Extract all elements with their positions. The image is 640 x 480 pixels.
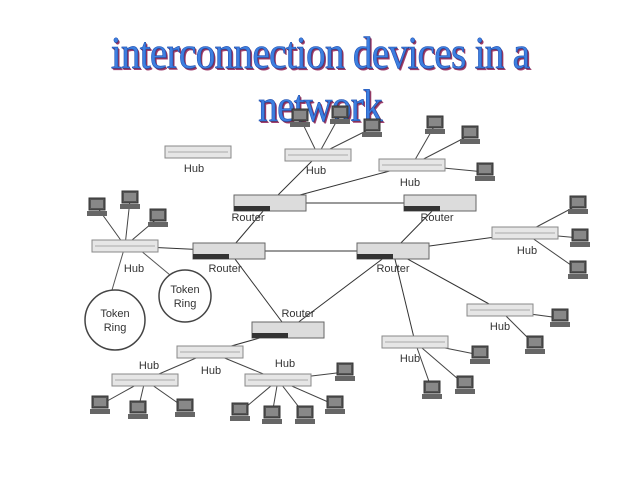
computer-icon xyxy=(568,260,588,279)
hub-icon xyxy=(378,158,446,172)
hub-icon xyxy=(244,373,312,387)
hub-icon xyxy=(284,148,352,162)
computer-icon xyxy=(290,108,310,127)
hub-label: Hub xyxy=(490,321,510,333)
hub-label: Hub xyxy=(400,353,420,365)
router-icon xyxy=(233,194,307,212)
token-ring-label: Ring xyxy=(174,298,197,310)
computer-icon xyxy=(335,362,355,381)
computer-icon xyxy=(568,195,588,214)
hub-icon xyxy=(176,345,244,359)
computer-icon xyxy=(460,125,480,144)
computer-icon xyxy=(295,405,315,424)
computer-icon xyxy=(148,208,168,227)
computer-icon xyxy=(325,395,345,414)
computer-icon xyxy=(87,197,107,216)
hub-icon xyxy=(381,335,449,349)
hub-label: Hub xyxy=(275,358,295,370)
hub-label: Hub xyxy=(306,165,326,177)
hub-icon xyxy=(164,145,232,159)
page-title: interconnection devices in a network xyxy=(110,27,530,132)
hub-label: Hub xyxy=(139,360,159,372)
network-link xyxy=(139,249,171,276)
network-link xyxy=(287,250,394,331)
computer-icon xyxy=(230,402,250,421)
computer-icon xyxy=(550,308,570,327)
hub-icon xyxy=(491,226,559,240)
hub-icon xyxy=(111,373,179,387)
computer-icon xyxy=(128,400,148,419)
token-ring-label: Ring xyxy=(104,322,127,334)
hub-icon xyxy=(466,303,534,317)
token-ring-icon xyxy=(158,269,212,323)
computer-icon xyxy=(470,345,490,364)
computer-icon xyxy=(455,375,475,394)
hub-label: Hub xyxy=(201,365,221,377)
hub-label: Hub xyxy=(184,163,204,175)
computer-icon xyxy=(330,105,350,124)
hub-label: Hub xyxy=(400,177,420,189)
computer-icon xyxy=(120,190,140,209)
token-ring-label: Token xyxy=(170,284,199,296)
computer-icon xyxy=(475,162,495,181)
router-icon xyxy=(251,321,325,339)
router-icon xyxy=(403,194,477,212)
hub-label: Hub xyxy=(124,263,144,275)
router-label: Router xyxy=(281,308,314,320)
computer-icon xyxy=(90,395,110,414)
hub-label: Hub xyxy=(517,245,537,257)
computer-icon xyxy=(262,405,282,424)
computer-icon xyxy=(175,398,195,417)
router-label: Router xyxy=(231,212,264,224)
router-icon xyxy=(192,242,266,260)
computer-icon xyxy=(425,115,445,134)
router-label: Router xyxy=(420,212,453,224)
token-ring-label: Token xyxy=(100,308,129,320)
computer-icon xyxy=(525,335,545,354)
computer-icon xyxy=(362,118,382,137)
network-link xyxy=(111,245,126,291)
router-icon xyxy=(356,242,430,260)
computer-icon xyxy=(570,228,590,247)
network-link xyxy=(392,250,416,343)
router-label: Router xyxy=(376,263,409,275)
router-label: Router xyxy=(208,263,241,275)
computer-icon xyxy=(422,380,442,399)
network-link xyxy=(228,250,289,331)
token-ring-icon xyxy=(84,289,146,351)
hub-icon xyxy=(91,239,159,253)
network-link xyxy=(392,250,501,311)
